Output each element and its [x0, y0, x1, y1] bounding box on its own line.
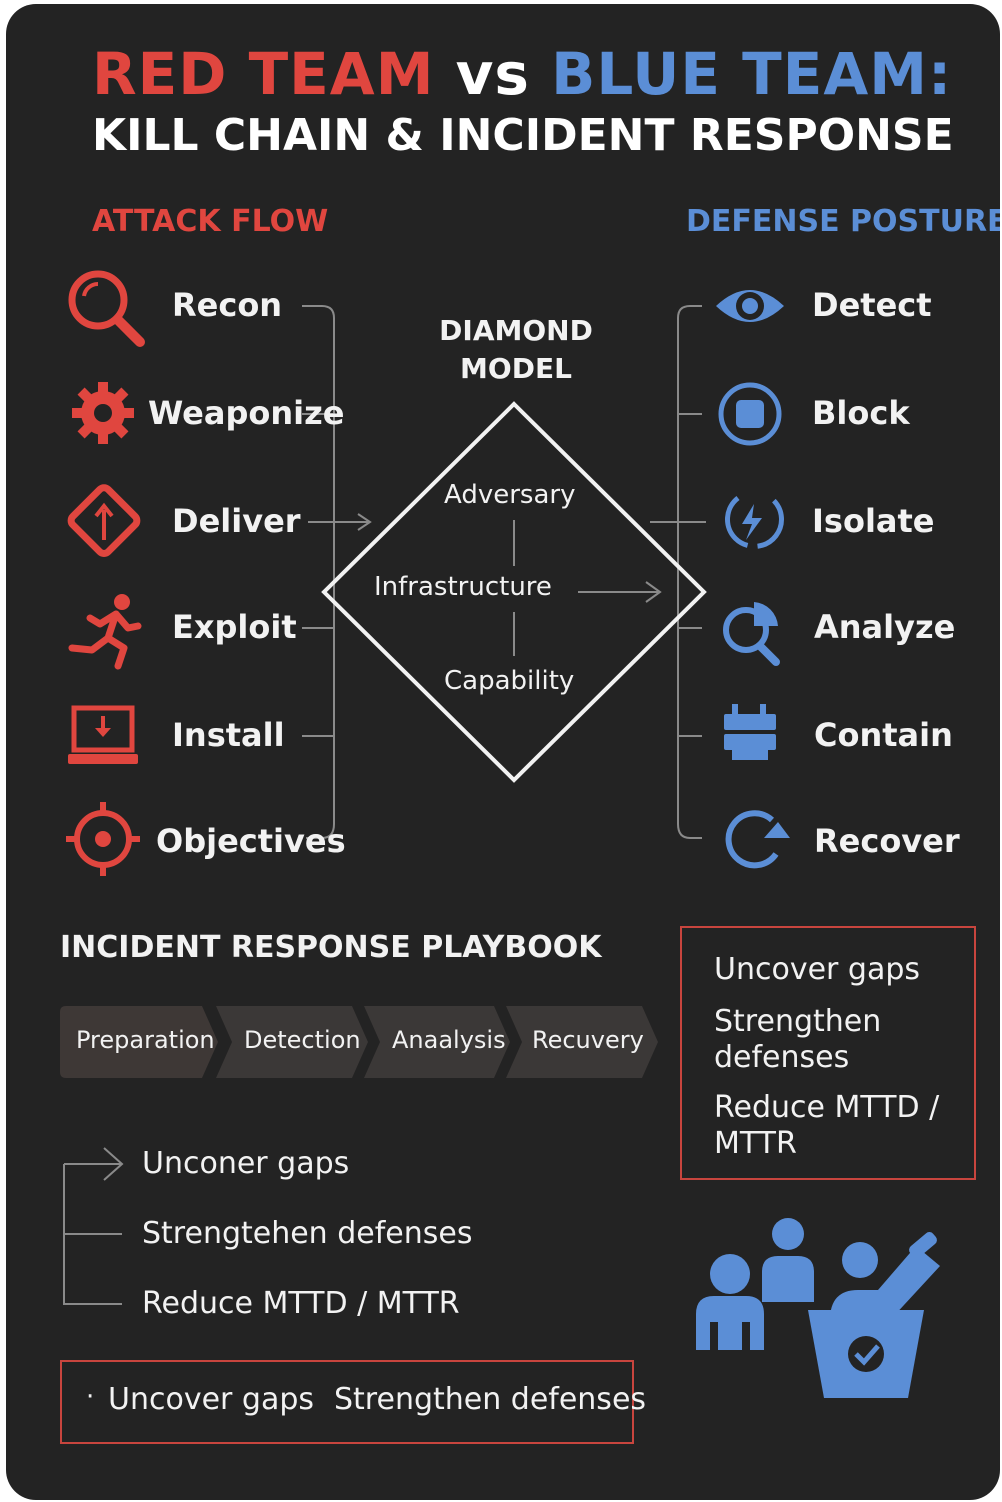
defense-step-isolate: Isolate — [812, 502, 935, 540]
attack-step-weaponize: Weaponize — [148, 394, 345, 432]
title-blue-team: BLUE TEAM: — [551, 40, 953, 108]
contain-icon — [722, 704, 778, 764]
attack-step-install: Install — [172, 716, 285, 754]
connector-lines — [63, 305, 707, 1305]
bottom-box-item1: Uncover gaps — [108, 1382, 315, 1417]
refresh-icon — [720, 808, 792, 872]
defense-step-detect: Detect — [812, 286, 932, 324]
running-person-icon — [66, 590, 142, 670]
phase-analysis: Anaalysis — [392, 1026, 506, 1054]
playbook-chevrons — [60, 1006, 658, 1078]
main-title: RED TEAM vs BLUE TEAM: — [92, 40, 952, 108]
title-red-team: RED TEAM — [92, 40, 435, 108]
phase-detection: Detection — [244, 1026, 361, 1054]
defense-step-block: Block — [812, 394, 910, 432]
eye-icon — [712, 280, 788, 332]
goals-item-3-line2: MTTR — [714, 1126, 797, 1161]
defense-step-analyze: Analyze — [814, 608, 956, 646]
goals-box: Uncover gaps Strengthen defenses Reduce … — [680, 926, 976, 1180]
goals-item-2-line1: Strengthen — [714, 1004, 882, 1039]
playbook-heading: INCIDENT RESPONSE PLAYBOOK — [60, 930, 602, 965]
delivery-diamond-icon — [64, 482, 148, 566]
diamond-shape — [321, 401, 707, 783]
goals-item-3-line1: Reduce MTTD / — [714, 1090, 940, 1125]
diamond-capability: Capability — [444, 666, 575, 696]
chevron-analysis — [364, 1006, 510, 1078]
phase-recovery: Recuvery — [532, 1026, 644, 1054]
chevron-preparation — [60, 1006, 218, 1078]
playbook-bullet-1: Unconer gaps — [142, 1146, 350, 1181]
title-vs: vs — [455, 40, 530, 108]
analyze-chart-icon — [720, 596, 786, 666]
defense-posture-heading: DEFENSE POSTURE — [686, 204, 1000, 239]
phase-preparation: Preparation — [76, 1026, 215, 1054]
diamond-title-line2: MODEL — [460, 352, 572, 385]
defense-step-recover: Recover — [814, 822, 960, 860]
diamond-title-line1: DIAMOND — [439, 314, 593, 347]
attack-step-objectives: Objectives — [156, 822, 346, 860]
bottom-summary-box: · Uncover gaps Strengthen defenses — [60, 1360, 646, 1444]
goals-item-1: Uncover gaps — [714, 952, 921, 987]
attack-step-deliver: Deliver — [172, 502, 301, 540]
defense-step-contain: Contain — [814, 716, 953, 754]
playbook-bullet-3: Reduce MTTD / MTTR — [142, 1286, 460, 1321]
attack-flow-heading: ATTACK FLOW — [92, 204, 329, 239]
chevron-recovery — [506, 1006, 658, 1078]
stop-icon — [716, 380, 784, 448]
team-analyst-icon — [692, 1210, 952, 1400]
target-icon — [64, 800, 142, 878]
bottom-box-item2: Strengthen defenses — [334, 1382, 647, 1417]
bottom-box-dot: · — [86, 1382, 95, 1412]
attack-step-recon: Recon — [172, 286, 283, 324]
infographic-card: RED TEAM vs BLUE TEAM: KILL CHAIN & INCI… — [6, 4, 1000, 1500]
magnifier-icon — [64, 266, 148, 350]
goals-item-2-line2: defenses — [714, 1040, 850, 1075]
subtitle: KILL CHAIN & INCIDENT RESPONSE — [92, 110, 954, 161]
chevron-detection — [216, 1006, 368, 1078]
diamond-infrastructure: Infrastructure — [374, 572, 552, 602]
gear-icon — [70, 380, 136, 446]
lightning-circle-icon — [718, 488, 784, 554]
attack-step-exploit: Exploit — [172, 608, 297, 646]
diamond-adversary: Adversary — [444, 480, 576, 510]
diamond-model-title: DIAMOND MODEL — [406, 312, 626, 388]
laptop-download-icon — [68, 704, 140, 770]
playbook-bullet-2: Strengtehen defenses — [142, 1216, 473, 1251]
